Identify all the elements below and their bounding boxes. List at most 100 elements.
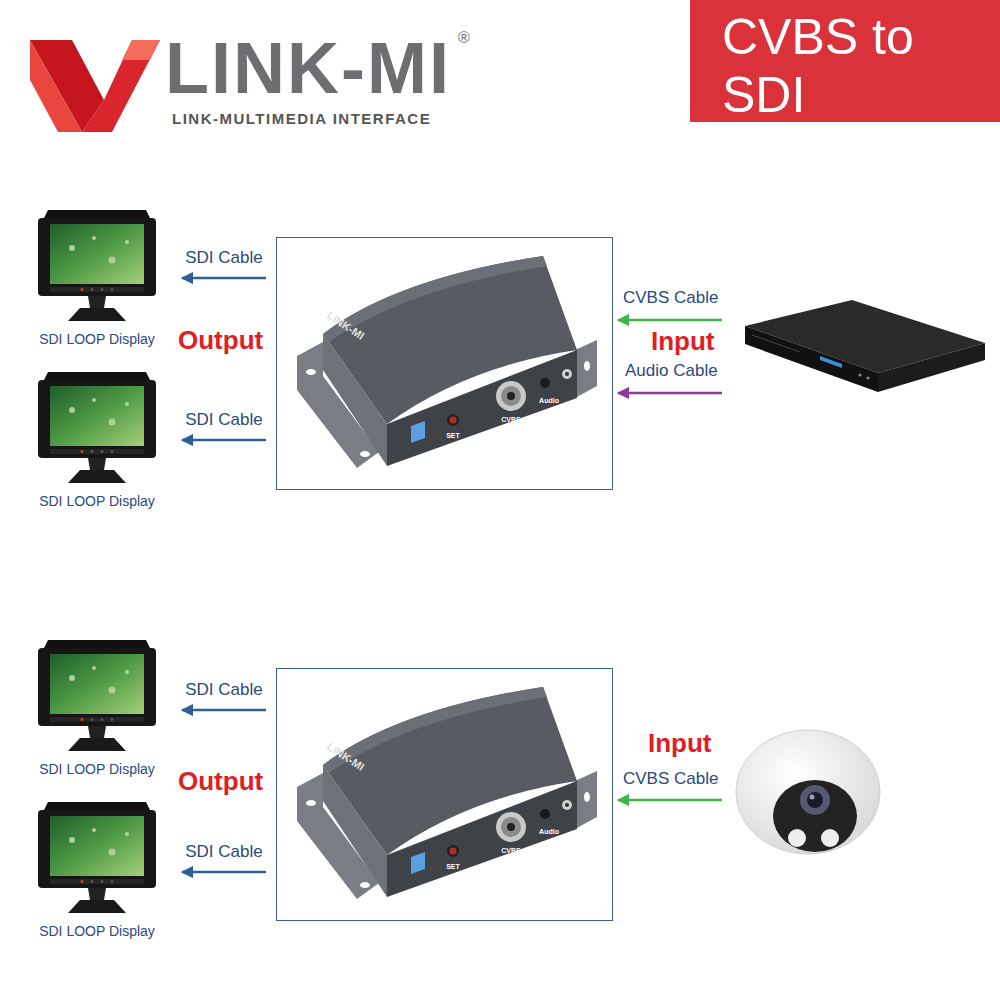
monitor-drawing xyxy=(125,670,129,674)
dvd-player-part xyxy=(878,343,985,392)
sdi-cable-arrow xyxy=(182,871,266,874)
dome-camera-part xyxy=(800,785,830,815)
monitor-drawing xyxy=(50,449,144,454)
monitor-drawing xyxy=(50,816,144,876)
converter-device xyxy=(323,334,387,466)
converter-device xyxy=(575,340,597,398)
monitor-drawing xyxy=(111,450,114,453)
input-label: Input xyxy=(648,730,712,756)
dvd-player-part xyxy=(858,373,861,376)
monitor-drawing xyxy=(111,288,114,291)
sdi-cable-arrow xyxy=(182,709,266,712)
port-label: Audio xyxy=(539,828,559,835)
logo-icon-part xyxy=(30,40,82,132)
monitor-drawing xyxy=(109,687,116,694)
converter-device xyxy=(584,361,590,371)
logo-icon-part xyxy=(122,40,160,60)
logo-subtitle: LINK-MULTIMEDIA INTERFACE xyxy=(172,111,431,126)
converter-device xyxy=(540,809,550,819)
monitor-drawing xyxy=(88,296,106,308)
converter-device xyxy=(450,848,457,855)
sdi-display: SDI LOOP Display xyxy=(32,370,162,515)
converter-device xyxy=(323,687,547,773)
monitor-drawing xyxy=(101,450,104,453)
dvd-player-part xyxy=(752,335,800,352)
sdi-display: SDI LOOP Display xyxy=(32,638,162,783)
converter-device xyxy=(565,372,569,376)
monitor-drawing xyxy=(91,718,94,721)
monitor-drawing xyxy=(32,208,162,324)
monitor-drawing xyxy=(125,240,129,244)
dome-camera-part xyxy=(821,829,839,847)
converter-device xyxy=(323,765,387,897)
converter-device xyxy=(323,256,547,342)
converter-device xyxy=(501,386,521,406)
monitor-drawing xyxy=(109,257,116,264)
monitor-drawing xyxy=(50,386,144,446)
converter-frame: LINK-MISETCVBSAudio xyxy=(276,237,613,490)
converter-device xyxy=(306,369,316,375)
monitor-drawing xyxy=(69,837,75,843)
monitor-drawing xyxy=(38,218,156,296)
converter-device xyxy=(565,803,569,807)
converter-device xyxy=(575,771,597,829)
cable-label: SDI Cable xyxy=(183,842,264,861)
monitor-drawing xyxy=(32,800,162,916)
cable-label: CVBS Cable xyxy=(623,770,718,787)
registered-mark: ® xyxy=(458,30,470,46)
converter-device xyxy=(360,451,370,457)
input-arrows xyxy=(618,320,722,800)
output-label: Output xyxy=(178,768,263,794)
port-label: CVBS xyxy=(501,416,520,423)
monitor-drawing xyxy=(81,880,84,883)
monitor-drawing xyxy=(68,738,126,751)
title-box: CVBS to SDI xyxy=(690,0,1000,122)
monitor-drawing xyxy=(32,370,162,486)
monitor-drawing xyxy=(88,458,106,470)
converter-device xyxy=(507,392,515,400)
cable-label: SDI Cable xyxy=(183,680,264,699)
converter-device xyxy=(496,381,526,411)
port-label: SET xyxy=(446,863,460,870)
sdi-display: SDI LOOP Display xyxy=(32,800,162,945)
display-label: SDI LOOP Display xyxy=(32,494,162,508)
converter-device xyxy=(450,417,457,424)
monitor-drawing xyxy=(69,675,75,681)
monitor-drawing xyxy=(88,726,106,738)
dome-camera-part xyxy=(810,795,815,800)
monitor-drawing xyxy=(68,470,126,483)
converter-device xyxy=(277,238,611,488)
cable-label: Audio Cable xyxy=(625,362,718,379)
monitor-drawing xyxy=(38,648,156,726)
input-arrows-part xyxy=(618,319,722,322)
converter-device xyxy=(562,800,572,810)
dvd-player xyxy=(745,300,985,392)
logo-icon-part xyxy=(82,40,160,132)
logo-text: LINK-MI xyxy=(165,32,451,104)
dome-camera-part xyxy=(807,792,823,808)
monitor-drawing xyxy=(125,402,129,406)
input-arrows-part xyxy=(618,799,722,802)
input-label: Input xyxy=(651,328,715,354)
monitor-drawing xyxy=(50,287,144,292)
title-text: CVBS to SDI xyxy=(722,8,972,124)
monitor-drawing xyxy=(50,717,144,722)
dome-camera-part xyxy=(773,780,857,852)
monitor-drawing xyxy=(81,718,84,721)
port-label: CVBS xyxy=(501,847,520,854)
cable-label: CVBS Cable xyxy=(623,289,718,306)
converter-device xyxy=(447,845,459,857)
logo-icon xyxy=(30,40,160,132)
dome-camera xyxy=(736,730,880,854)
monitor-drawing xyxy=(88,888,106,900)
converter-frame: LINK-MISETCVBSAudio xyxy=(276,668,613,921)
converter-device xyxy=(540,378,550,388)
converter-device xyxy=(411,852,425,874)
monitor-drawing xyxy=(50,879,144,884)
monitor-drawing xyxy=(92,236,96,240)
monitor-drawing xyxy=(92,828,96,832)
converter-device xyxy=(447,414,459,426)
converter-device xyxy=(501,817,521,837)
port-label: SET xyxy=(446,432,460,439)
